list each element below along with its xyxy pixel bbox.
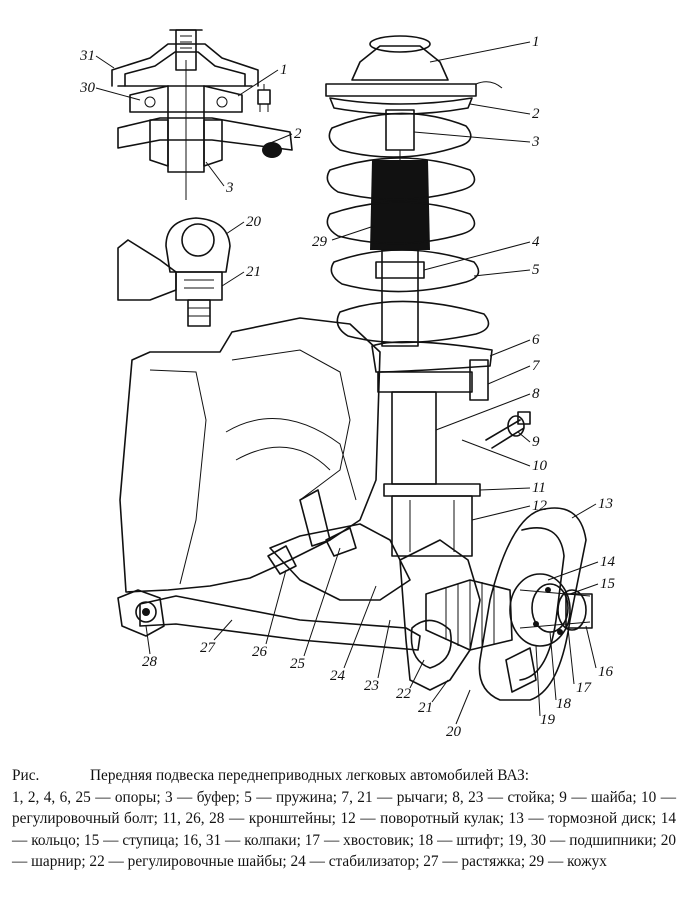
label-7: 7 bbox=[532, 358, 541, 374]
label-2: 2 bbox=[532, 106, 540, 122]
label-4: 4 bbox=[532, 234, 540, 250]
label-11: 11 bbox=[532, 480, 546, 496]
label-23: 23 bbox=[364, 678, 379, 694]
label-30: 30 bbox=[79, 80, 96, 96]
label-21-inset: 21 bbox=[246, 264, 261, 280]
suspension-diagram: 31 30 1 2 3 20 21 bbox=[79, 29, 616, 740]
label-28: 28 bbox=[142, 654, 158, 670]
label-14: 14 bbox=[600, 554, 616, 570]
label-9: 9 bbox=[532, 434, 540, 450]
label-26: 26 bbox=[252, 644, 268, 660]
coil-spring bbox=[326, 112, 490, 344]
caption-heading: Рис. Передняя подвеска переднеприводных л… bbox=[12, 765, 676, 787]
inset-ball-joint bbox=[117, 217, 231, 327]
label-27: 27 bbox=[200, 640, 217, 656]
brake-disc bbox=[478, 507, 593, 701]
figure-caption: Рис. Передняя подвеска переднеприводных л… bbox=[12, 765, 676, 873]
label-3-inset: 3 bbox=[225, 180, 234, 196]
inset-top-labels: 31 30 1 2 3 bbox=[79, 48, 302, 196]
label-17: 17 bbox=[576, 680, 593, 696]
label-8: 8 bbox=[532, 386, 540, 402]
label-22: 22 bbox=[396, 686, 412, 702]
caption-title: Передняя подвеска переднеприводных легко… bbox=[90, 767, 530, 784]
label-31: 31 bbox=[79, 48, 95, 64]
label-12: 12 bbox=[532, 498, 548, 514]
main-assembly bbox=[117, 35, 593, 701]
label-3: 3 bbox=[531, 134, 540, 150]
label-20-inset: 20 bbox=[246, 214, 262, 230]
label-15: 15 bbox=[600, 576, 616, 592]
cv-boot bbox=[410, 579, 513, 669]
inset-strut-mount bbox=[111, 29, 293, 200]
label-2-inset: 2 bbox=[294, 126, 302, 142]
label-25: 25 bbox=[290, 656, 306, 672]
label-5: 5 bbox=[532, 262, 540, 278]
label-10: 10 bbox=[532, 458, 548, 474]
label-18: 18 bbox=[556, 696, 572, 712]
caption-prefix: Рис. bbox=[12, 767, 40, 784]
label-6: 6 bbox=[532, 332, 540, 348]
label-1-inset: 1 bbox=[280, 62, 288, 78]
label-19: 19 bbox=[540, 712, 556, 728]
main-labels: 1 2 3 29 4 5 6 7 8 9 10 11 12 13 14 15 1… bbox=[142, 34, 616, 740]
label-1: 1 bbox=[532, 34, 540, 50]
label-24: 24 bbox=[330, 668, 346, 684]
label-16: 16 bbox=[598, 664, 614, 680]
inset-joint-labels: 20 21 bbox=[221, 214, 262, 287]
label-29: 29 bbox=[312, 234, 328, 250]
caption-legend: 1, 2, 4, 6, 25 — опоры; 3 — буфер; 5 — п… bbox=[12, 788, 676, 871]
label-13: 13 bbox=[598, 496, 613, 512]
label-21: 21 bbox=[418, 700, 433, 716]
label-20: 20 bbox=[446, 724, 462, 740]
